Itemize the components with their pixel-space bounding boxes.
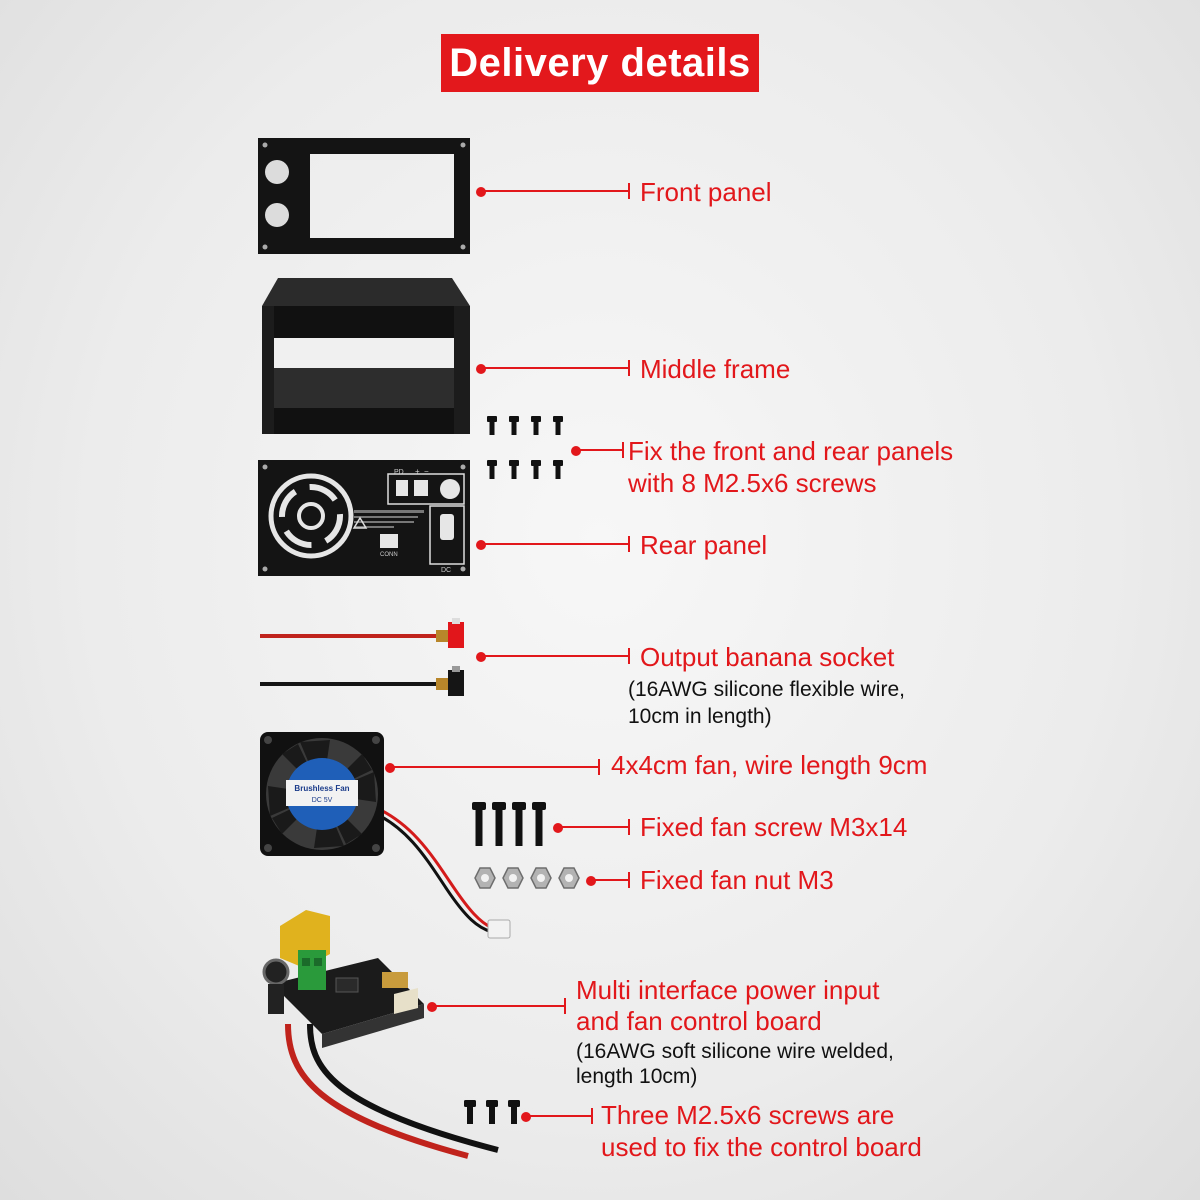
note-banana-socket-line1: (16AWG silicone flexible wire,: [628, 678, 905, 701]
label-fan-nut: Fixed fan nut M3: [640, 865, 834, 895]
label-middle-frame: Middle frame: [640, 354, 791, 384]
fan-nuts-image: [474, 867, 580, 889]
label-control-board-line2: and fan control board: [576, 1006, 822, 1036]
control-board-image: [262, 910, 499, 1159]
panel-screws-image: [487, 416, 563, 479]
note-control-board-line2: length 10cm): [576, 1065, 698, 1088]
label-banana-socket: Output banana socket: [640, 642, 895, 672]
fan-marking-brushless: Brushless Fan: [294, 784, 349, 793]
label-rear-panel: Rear panel: [640, 530, 768, 560]
board-screws-image: [464, 1100, 520, 1124]
label-front-panel: Front panel: [640, 177, 772, 207]
label-board-screws-line1: Three M2.5x6 screws are: [601, 1100, 895, 1130]
rear-panel-marking-plus: +: [415, 467, 420, 476]
fan-marking-voltage: DC 5V: [312, 797, 333, 804]
rear-panel-marking-conn: CONN: [380, 552, 398, 558]
rear-panel-image: PD + − DC CONN: [258, 460, 470, 576]
banana-socket-image: [260, 618, 464, 696]
label-fan: 4x4cm fan, wire length 9cm: [611, 750, 928, 780]
label-panel-screws-line1: Fix the front and rear panels: [628, 436, 954, 466]
note-control-board-line1: (16AWG soft silicone wire welded,: [576, 1040, 894, 1063]
rear-panel-marking-pd: PD: [394, 469, 404, 476]
rear-panel-marking-dc: DC: [441, 567, 451, 574]
rear-panel-marking-minus: −: [424, 467, 429, 476]
fan-screws-image: [472, 802, 546, 846]
page-title: Delivery details: [441, 34, 759, 92]
front-panel-image: [258, 138, 470, 254]
fan-image: Brushless Fan DC 5V: [260, 732, 511, 939]
label-panel-screws-line2: with 8 M2.5x6 screws: [628, 468, 877, 498]
note-banana-socket-line2: 10cm in length): [628, 705, 772, 728]
label-board-screws-line2: used to fix the control board: [601, 1132, 922, 1162]
middle-frame-image: [262, 278, 470, 434]
label-control-board-line1: Multi interface power input: [576, 975, 880, 1005]
label-fan-screw: Fixed fan screw M3x14: [640, 812, 908, 842]
